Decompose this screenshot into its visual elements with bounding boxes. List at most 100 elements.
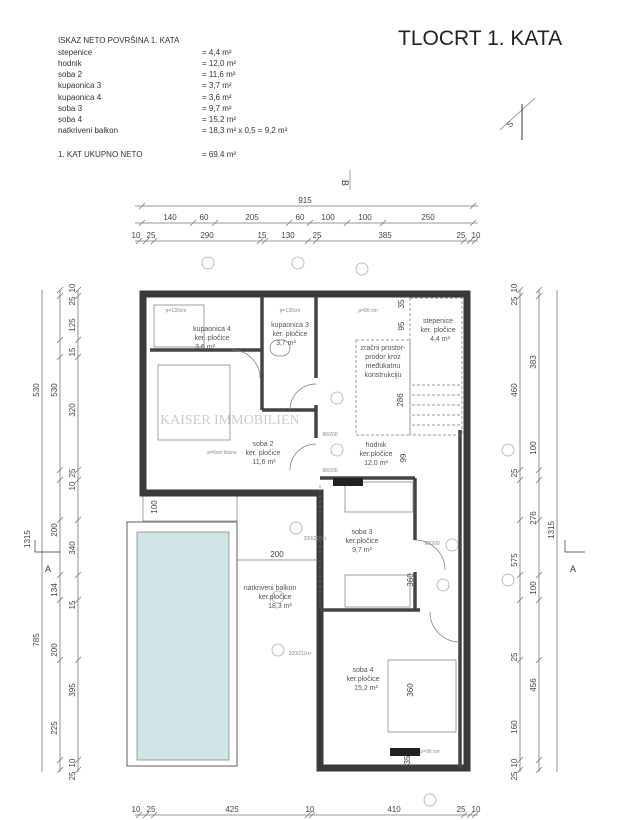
dimension-tick [343, 219, 351, 227]
room-name: soba 2 [252, 441, 273, 448]
air-space-label: konstrukciju [365, 372, 402, 379]
dimension-tick [516, 756, 524, 764]
area-row-room: stepenice [58, 48, 93, 57]
dimension-tick [516, 596, 524, 604]
room-name: soba 4 [352, 667, 373, 674]
furniture [153, 297, 463, 756]
dimension-label: 10 [68, 481, 77, 490]
dimension-label: 100 [150, 500, 159, 514]
dimension-label: 200 [50, 523, 59, 537]
dimension-label: 575 [510, 553, 519, 567]
dimension-tick [135, 811, 143, 819]
dimension-tick [304, 811, 312, 819]
dimension-label: 25 [510, 771, 519, 780]
sill-note: p=90 cm [420, 749, 439, 755]
room-area: 12,0 m² [364, 460, 388, 467]
dimension-label: 10 [132, 231, 141, 240]
dimension-label: 395 [68, 683, 77, 697]
section-b-label: B [340, 180, 350, 186]
dimension-label: 225 [50, 721, 59, 735]
north-arrow-icon: S [499, 97, 536, 140]
dimension-tick [56, 766, 64, 774]
dimension-tick [535, 292, 543, 300]
room-finish: ker.pločice [345, 538, 378, 545]
section-marker-a-left: A 1315 [23, 530, 60, 574]
section-a-right-label: A [570, 564, 576, 574]
dimension-label: 25 [510, 468, 519, 477]
dimension-tick [535, 656, 543, 664]
dimension-tick [56, 353, 64, 361]
dimension-label: 10 [68, 283, 77, 292]
dimension-tick [74, 656, 82, 664]
room-area: 18,3 m² [268, 603, 292, 610]
dimension-label: 530 [32, 383, 41, 397]
dimension-tick [469, 202, 477, 210]
dimension-label: 130 [281, 231, 295, 240]
dimension-tick [56, 336, 64, 344]
door-note: 200/210+r [304, 536, 327, 542]
dimension-tick [471, 811, 479, 819]
room-area: 11,6 m² [252, 459, 276, 466]
dimension-lines [41, 202, 558, 819]
room-name: natkriveni balkon [244, 585, 297, 592]
dimension-label: 35 [397, 299, 406, 308]
room-name: kupaonica 4 [193, 326, 231, 333]
dimension-label: 100 [529, 581, 538, 595]
dimension-label: 100 [358, 213, 372, 222]
door-note: 90/200 [424, 541, 440, 547]
dimension-label: 10 [306, 805, 315, 814]
dimension-tick [56, 286, 64, 294]
dimension-tick [516, 476, 524, 484]
dimension-tick [471, 237, 479, 245]
dimension-label: 25 [68, 296, 77, 305]
dimension-label: 99 [399, 453, 408, 462]
room-finish: ker. pločice [194, 335, 229, 342]
dimension-tick [138, 202, 146, 210]
dimension-label: 10 [68, 758, 77, 767]
dimension-label: 360 [406, 683, 415, 697]
dimension-tick [308, 811, 316, 819]
dimension-tick [74, 756, 82, 764]
room-name: hodnik [366, 442, 387, 449]
area-row-value: = 11,6 m² [202, 70, 236, 79]
dimension-tick [74, 286, 82, 294]
area-row-value: = 3,6 m² [202, 93, 232, 102]
area-total-value: = 69.4 m² [202, 150, 236, 159]
section-a-left-label: A [45, 564, 51, 574]
dimension-label: 15 [68, 600, 77, 609]
dimension-tick [469, 219, 477, 227]
room-finish: ker. pločice [272, 331, 307, 338]
watermark: KAISER IMMOBILIEN [160, 413, 300, 428]
dimension-label: 915 [298, 196, 312, 205]
area-row-value: = 18,3 m² x 0,5 = 9,2 m² [202, 126, 288, 135]
dimension-tick [466, 811, 474, 819]
drawing-title: TLOCRT 1. KATA [398, 27, 562, 50]
dimension-label: 15 [258, 231, 267, 240]
dimension-tick [516, 466, 524, 474]
dimension-tick [56, 516, 64, 524]
ceiling-markers [201, 256, 515, 807]
dimension-tick [516, 516, 524, 524]
room-area: 3,7 m² [276, 340, 297, 347]
dimension-label: 25 [457, 231, 466, 240]
room-finish: ker.pločice [359, 451, 392, 458]
dimension-tick [142, 237, 150, 245]
sill-note: p=130cm [280, 308, 301, 314]
dimension-label: 100 [529, 441, 538, 455]
area-row-room: hodnik [58, 59, 83, 68]
room-area: 15,2 m² [354, 685, 378, 692]
area-row-value: = 15,2 m² [202, 115, 236, 124]
radiator-icon [333, 478, 363, 486]
dimension-label: 140 [163, 213, 177, 222]
dimension-label: 10 [472, 805, 481, 814]
dimension-tick [56, 466, 64, 474]
dimension-label: 460 [510, 383, 519, 397]
dimension-tick [535, 476, 543, 484]
dimension-tick [256, 237, 264, 245]
dimension-tick [535, 596, 543, 604]
dimension-tick [74, 466, 82, 474]
air-space-label: međukatnu [366, 363, 401, 370]
dimension-tick [535, 516, 543, 524]
dimension-label: 290 [200, 231, 214, 240]
room-finish: ker. pločice [420, 327, 455, 334]
